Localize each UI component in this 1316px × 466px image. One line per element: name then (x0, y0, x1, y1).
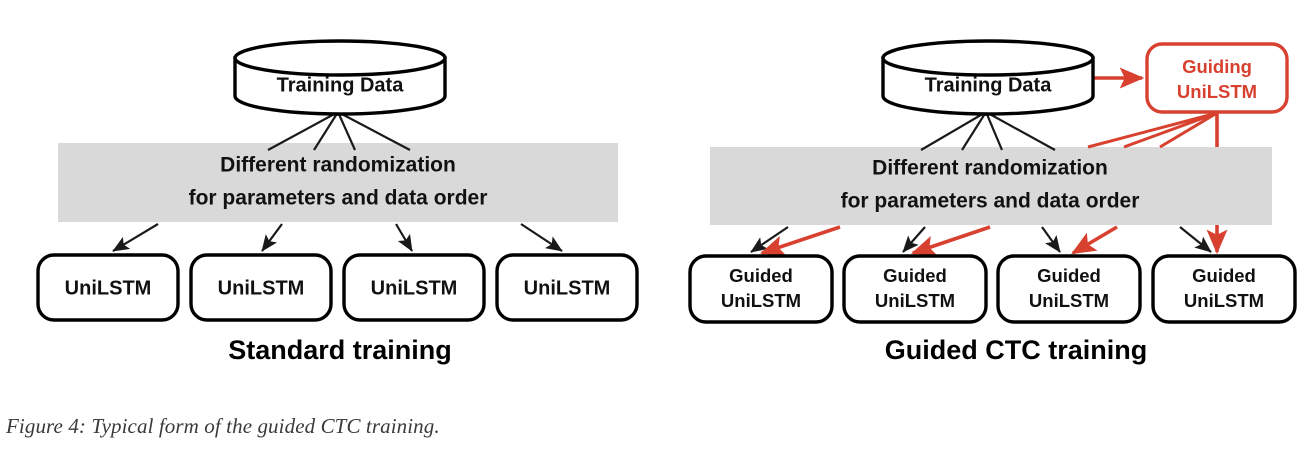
model-label-line1: Guided (1192, 265, 1256, 286)
model-label-line2: UniLSTM (1184, 290, 1264, 311)
guiding-model-line1: Guiding (1182, 56, 1252, 77)
edges-datastore-to-band (267, 111, 411, 151)
randomization-line1: Different randomization (872, 157, 1108, 180)
model-box-1[interactable]: Guided UniLSTM (842, 254, 988, 324)
edges-guiding-fanout (1087, 111, 1219, 149)
randomization-band (58, 143, 618, 222)
randomization-line2: for parameters and data order (841, 190, 1140, 213)
model-label: UniLSTM (218, 277, 305, 299)
model-box-0[interactable]: UniLSTM (36, 253, 180, 322)
model-box-3[interactable]: UniLSTM (495, 253, 639, 322)
model-label: UniLSTM (524, 277, 611, 299)
model-label-line1: Guided (883, 265, 947, 286)
panel-title-standard: Standard training (228, 335, 452, 365)
model-box-1[interactable]: UniLSTM (189, 253, 333, 322)
guiding-model-box[interactable]: Guiding UniLSTM (1145, 42, 1289, 114)
model-box-2[interactable]: Guided UniLSTM (996, 254, 1142, 324)
model-label: UniLSTM (371, 277, 458, 299)
guiding-model-line2: UniLSTM (1177, 81, 1257, 102)
edges-guiding-to-models (759, 225, 1228, 256)
randomization-band (710, 147, 1272, 225)
randomization-line1: Different randomization (220, 154, 456, 177)
model-label-line2: UniLSTM (1029, 290, 1109, 311)
edges-band-to-models (112, 223, 563, 252)
panel-standard-training: Training Data Different randomization fo… (36, 39, 639, 365)
model-label-line1: Guided (729, 265, 793, 286)
panel-guided-ctc-training: Training Data Guiding UniLSTM Different … (688, 39, 1297, 365)
model-label-line1: Guided (1037, 265, 1101, 286)
datastore-training-data[interactable]: Training Data (881, 39, 1095, 116)
edges-datastore-to-band (920, 111, 1056, 151)
datastore-label: Training Data (277, 74, 405, 96)
datastore-label: Training Data (925, 74, 1053, 96)
randomization-line2: for parameters and data order (189, 187, 488, 210)
datastore-training-data[interactable]: Training Data (233, 39, 447, 116)
model-label-line2: UniLSTM (721, 290, 801, 311)
model-label: UniLSTM (65, 277, 152, 299)
model-box-2[interactable]: UniLSTM (342, 253, 486, 322)
guided-ctc-diagram: Training Data Different randomization fo… (36, 39, 1297, 365)
figure-caption: Figure 4: Typical form of the guided CTC… (6, 414, 440, 438)
model-box-3[interactable]: Guided UniLSTM (1151, 254, 1297, 324)
panel-title-guided: Guided CTC training (885, 335, 1148, 365)
model-box-0[interactable]: Guided UniLSTM (688, 254, 834, 324)
model-label-line2: UniLSTM (875, 290, 955, 311)
